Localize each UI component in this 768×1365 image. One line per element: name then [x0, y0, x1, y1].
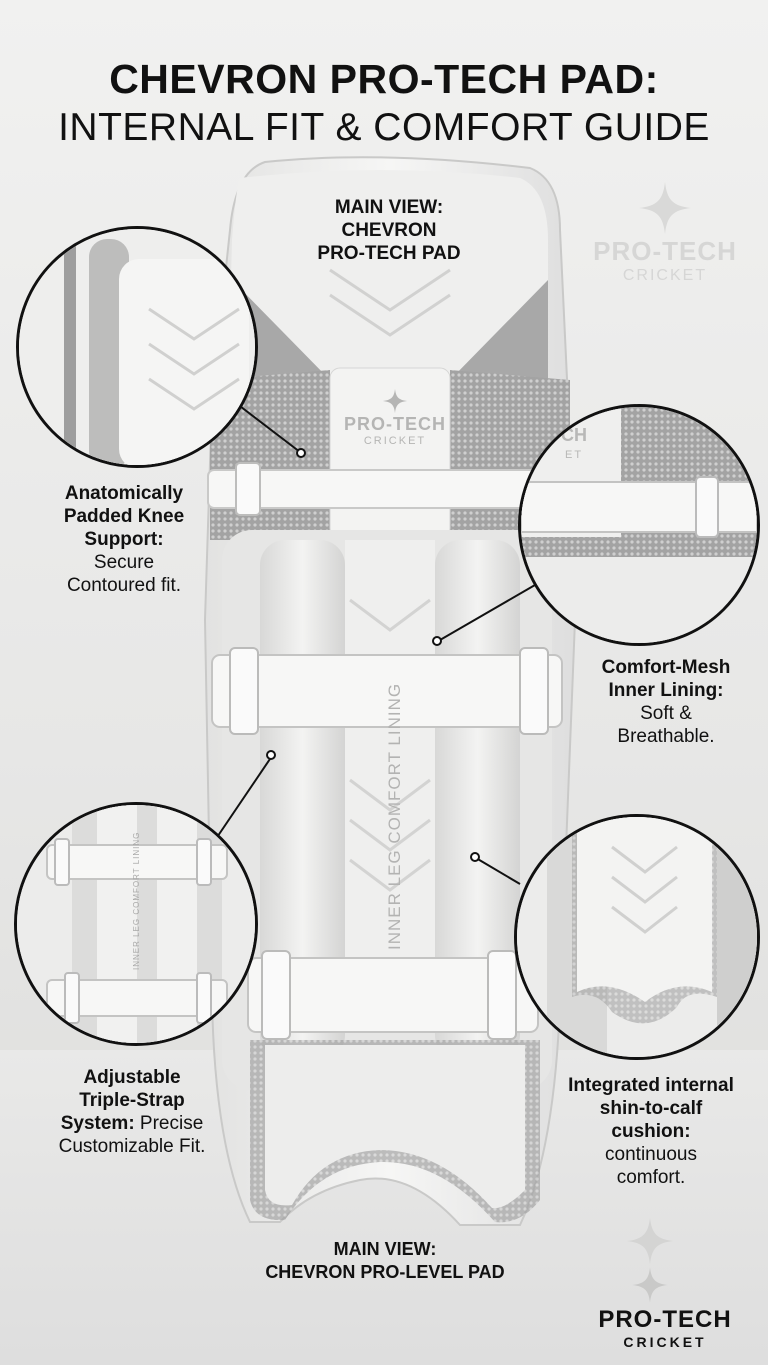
sparkle-decoration [600, 1216, 700, 1304]
watermark-top: PRO-TECH CRICKET [590, 180, 740, 285]
callout-mesh-heading-2: Inner Lining: [608, 680, 724, 701]
pad-logo-sub: CRICKET [363, 435, 427, 447]
inset-mesh-detail: CH ET [518, 404, 760, 646]
sparkle-icon [639, 182, 691, 234]
sparkle-icon [382, 388, 408, 414]
callout-strap-heading-1: Adjustable [83, 1067, 181, 1088]
main-view-top-line2: CHEVRON [341, 220, 437, 241]
callout-knee: Anatomically Padded Knee Support: Secure… [34, 482, 214, 597]
callout-cushion-heading-3: cushion: [611, 1121, 691, 1142]
callout-strap-text-1: Precise [134, 1113, 204, 1134]
callout-knee-heading-1: Anatomically [64, 483, 184, 504]
callout-mesh-heading-1: Comfort-Mesh [601, 657, 731, 678]
page-subtitle: INTERNAL FIT & COMFORT GUIDE [58, 106, 710, 149]
page-title: CHEVRON PRO-TECH PAD: [109, 56, 659, 102]
sparkle-icon [626, 1217, 674, 1265]
connector-dot-mesh [432, 636, 442, 646]
sparkle-icon [632, 1267, 668, 1303]
callout-cushion-text-1: continuous [605, 1144, 697, 1165]
callout-cushion: Integrated internal shin-to-calf cushion… [546, 1074, 756, 1189]
callout-strap-text-2: Customizable Fit. [58, 1136, 206, 1157]
callout-cushion-text-2: comfort. [616, 1167, 686, 1188]
callout-mesh-text-2: Breathable. [617, 726, 715, 747]
callout-strap-heading-2: Triple-Strap [79, 1090, 185, 1111]
callout-knee-text-2: Contoured fit. [66, 575, 182, 596]
main-view-top-label: MAIN VIEW: CHEVRON PRO-TECH PAD [284, 196, 494, 265]
callout-strap-heading-3: System: [60, 1113, 135, 1134]
main-view-bottom-label: MAIN VIEW: CHEVRON PRO-LEVEL PAD [230, 1238, 540, 1284]
pad-logo: PRO-TECH CRICKET [330, 388, 460, 447]
inset-logo-title: CH [561, 425, 587, 445]
callout-strap: Adjustable Triple-Strap System: Precise … [22, 1066, 242, 1158]
callout-strap-line-3: System: Precise [22, 1112, 242, 1135]
pad-logo-title: PRO-TECH [344, 414, 446, 434]
callout-mesh-text-1: Soft & [640, 703, 692, 724]
brand-logo-sub: CRICKET [623, 1334, 707, 1350]
main-view-bottom-line1: MAIN VIEW: [333, 1239, 437, 1259]
brand-logo: PRO-TECH CRICKET [580, 1306, 750, 1350]
inset-strap-detail: INNER LEG COMFORT LINING [14, 802, 258, 1046]
callout-knee-heading-2: Padded Knee [63, 506, 185, 527]
inner-lining-text: INNER LEG COMFORT LINING [385, 682, 404, 950]
watermark-title: PRO-TECH [593, 236, 737, 266]
main-view-top-line1: MAIN VIEW: [334, 197, 444, 218]
callout-knee-text-1: Secure [93, 552, 155, 573]
connector-dot-cushion [470, 852, 480, 862]
main-view-top-line3: PRO-TECH PAD [317, 243, 461, 264]
watermark-sub: CRICKET [622, 267, 708, 284]
inset-knee-detail [16, 226, 258, 468]
main-view-bottom-line2: CHEVRON PRO-LEVEL PAD [265, 1262, 505, 1282]
callout-cushion-heading-2: shin-to-calf [599, 1098, 703, 1119]
inset-strap-text: INNER LEG COMFORT LINING [132, 831, 141, 970]
inset-cushion-detail [514, 814, 760, 1060]
callout-cushion-heading-1: Integrated internal [568, 1075, 734, 1096]
callout-knee-heading-3: Support: [84, 529, 164, 550]
callout-mesh: Comfort-Mesh Inner Lining: Soft & Breath… [566, 656, 766, 748]
brand-logo-title: PRO-TECH [598, 1306, 732, 1333]
connector-dot-knee [296, 448, 306, 458]
connector-dot-strap [266, 750, 276, 760]
inset-logo-sub: ET [565, 449, 584, 461]
